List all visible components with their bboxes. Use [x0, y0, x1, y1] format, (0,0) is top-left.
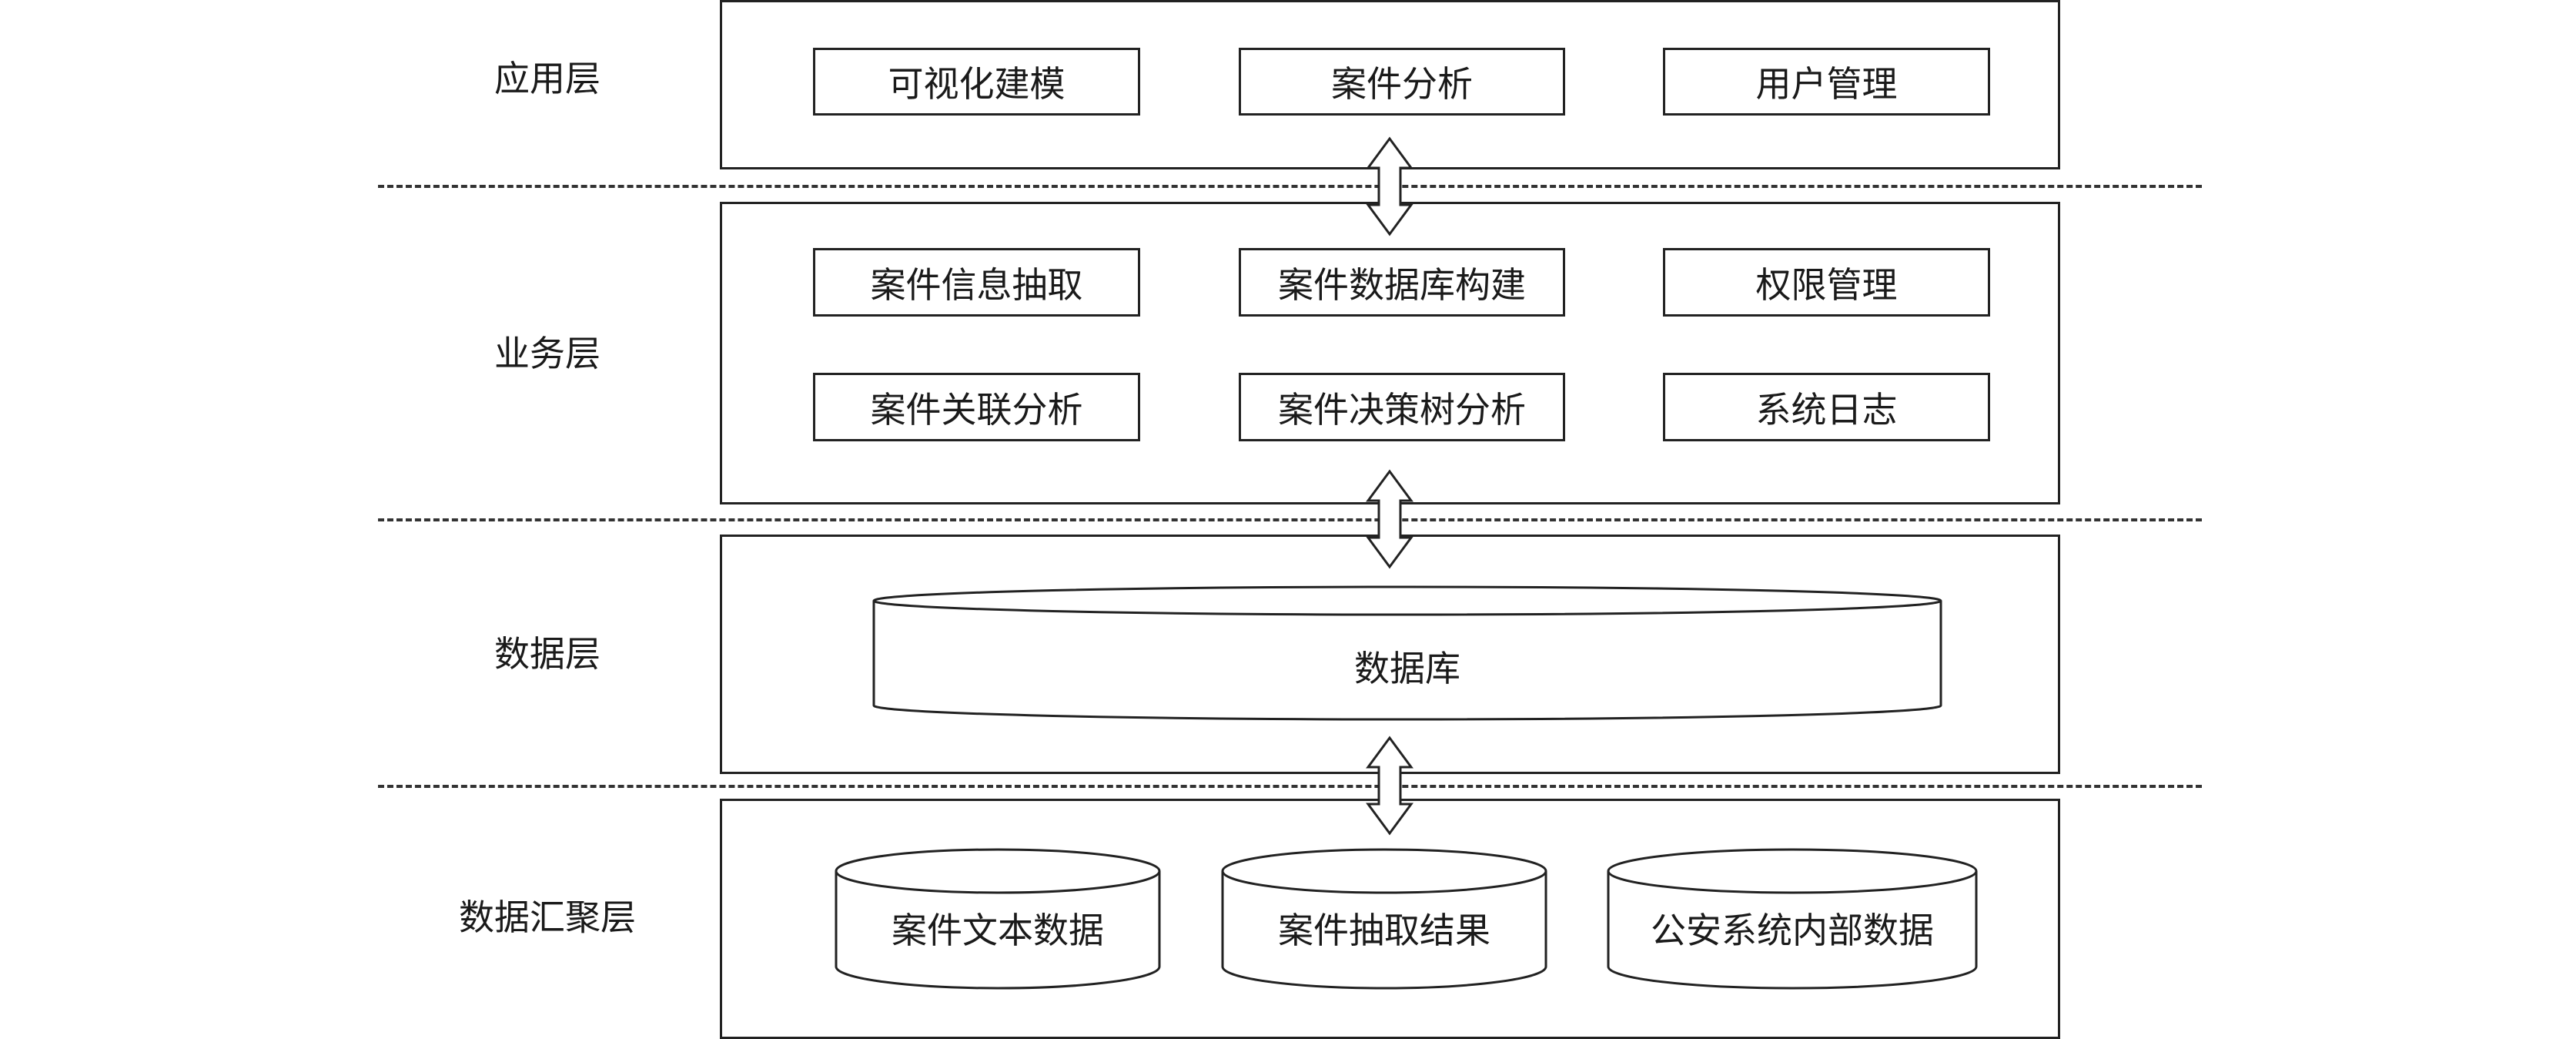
double-arrow-icon	[1366, 736, 1413, 836]
layer-separator	[378, 518, 2202, 521]
module-user-management: 用户管理	[1663, 48, 1990, 116]
source-cylinder-icon	[1221, 848, 1547, 990]
business-layer-box	[720, 202, 2060, 504]
layer-label-application: 应用层	[494, 58, 601, 99]
double-arrow-icon	[1366, 136, 1413, 236]
module-visual-modeling: 可视化建模	[813, 48, 1140, 116]
source-case-extraction-results: 案件抽取结果	[1278, 910, 1490, 951]
layer-label-data: 数据层	[494, 633, 601, 675]
module-case-decision-tree-analysis: 案件决策树分析	[1239, 373, 1565, 441]
module-case-info-extraction: 案件信息抽取	[813, 248, 1140, 317]
double-arrow-icon	[1366, 469, 1413, 569]
source-case-text-data: 案件文本数据	[892, 910, 1104, 951]
source-police-internal-data: 公安系统内部数据	[1651, 910, 1934, 951]
source-cylinder-icon	[1607, 848, 1978, 990]
layer-label-business: 业务层	[494, 333, 601, 374]
database-label: 数据库	[1354, 648, 1460, 689]
source-cylinder-icon	[835, 848, 1161, 990]
layer-label-aggregation: 数据汇聚层	[459, 897, 636, 938]
module-case-analysis: 案件分析	[1239, 48, 1565, 116]
module-case-association-analysis: 案件关联分析	[813, 373, 1140, 441]
database-cylinder-icon	[872, 585, 1942, 721]
module-case-database-build: 案件数据库构建	[1239, 248, 1565, 317]
module-system-log: 系统日志	[1663, 373, 1990, 441]
module-permission-management: 权限管理	[1663, 248, 1990, 317]
layer-separator	[378, 185, 2202, 188]
layer-separator	[378, 785, 2202, 788]
